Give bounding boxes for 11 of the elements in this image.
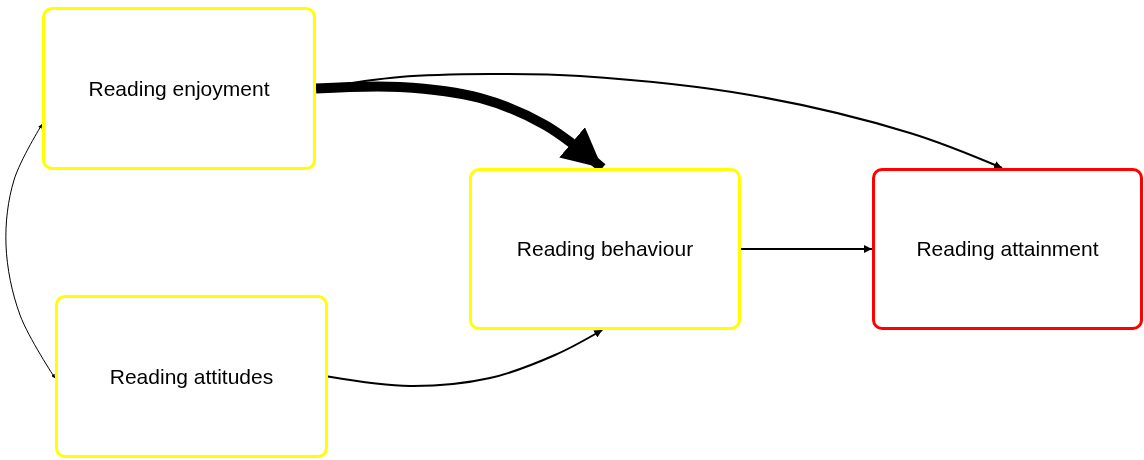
node-label: Reading behaviour: [516, 237, 694, 261]
arrow: [740, 245, 873, 253]
node-label: Reading attitudes: [109, 364, 274, 389]
arrow: [5, 123, 56, 379]
process-box: [872, 168, 1143, 330]
process-box: [55, 295, 328, 458]
process-box: [469, 168, 741, 330]
node-label: Reading enjoyment: [88, 76, 270, 101]
process-box: [42, 7, 316, 170]
node-label: Reading attainment: [916, 237, 1099, 261]
arrow: [327, 329, 604, 387]
